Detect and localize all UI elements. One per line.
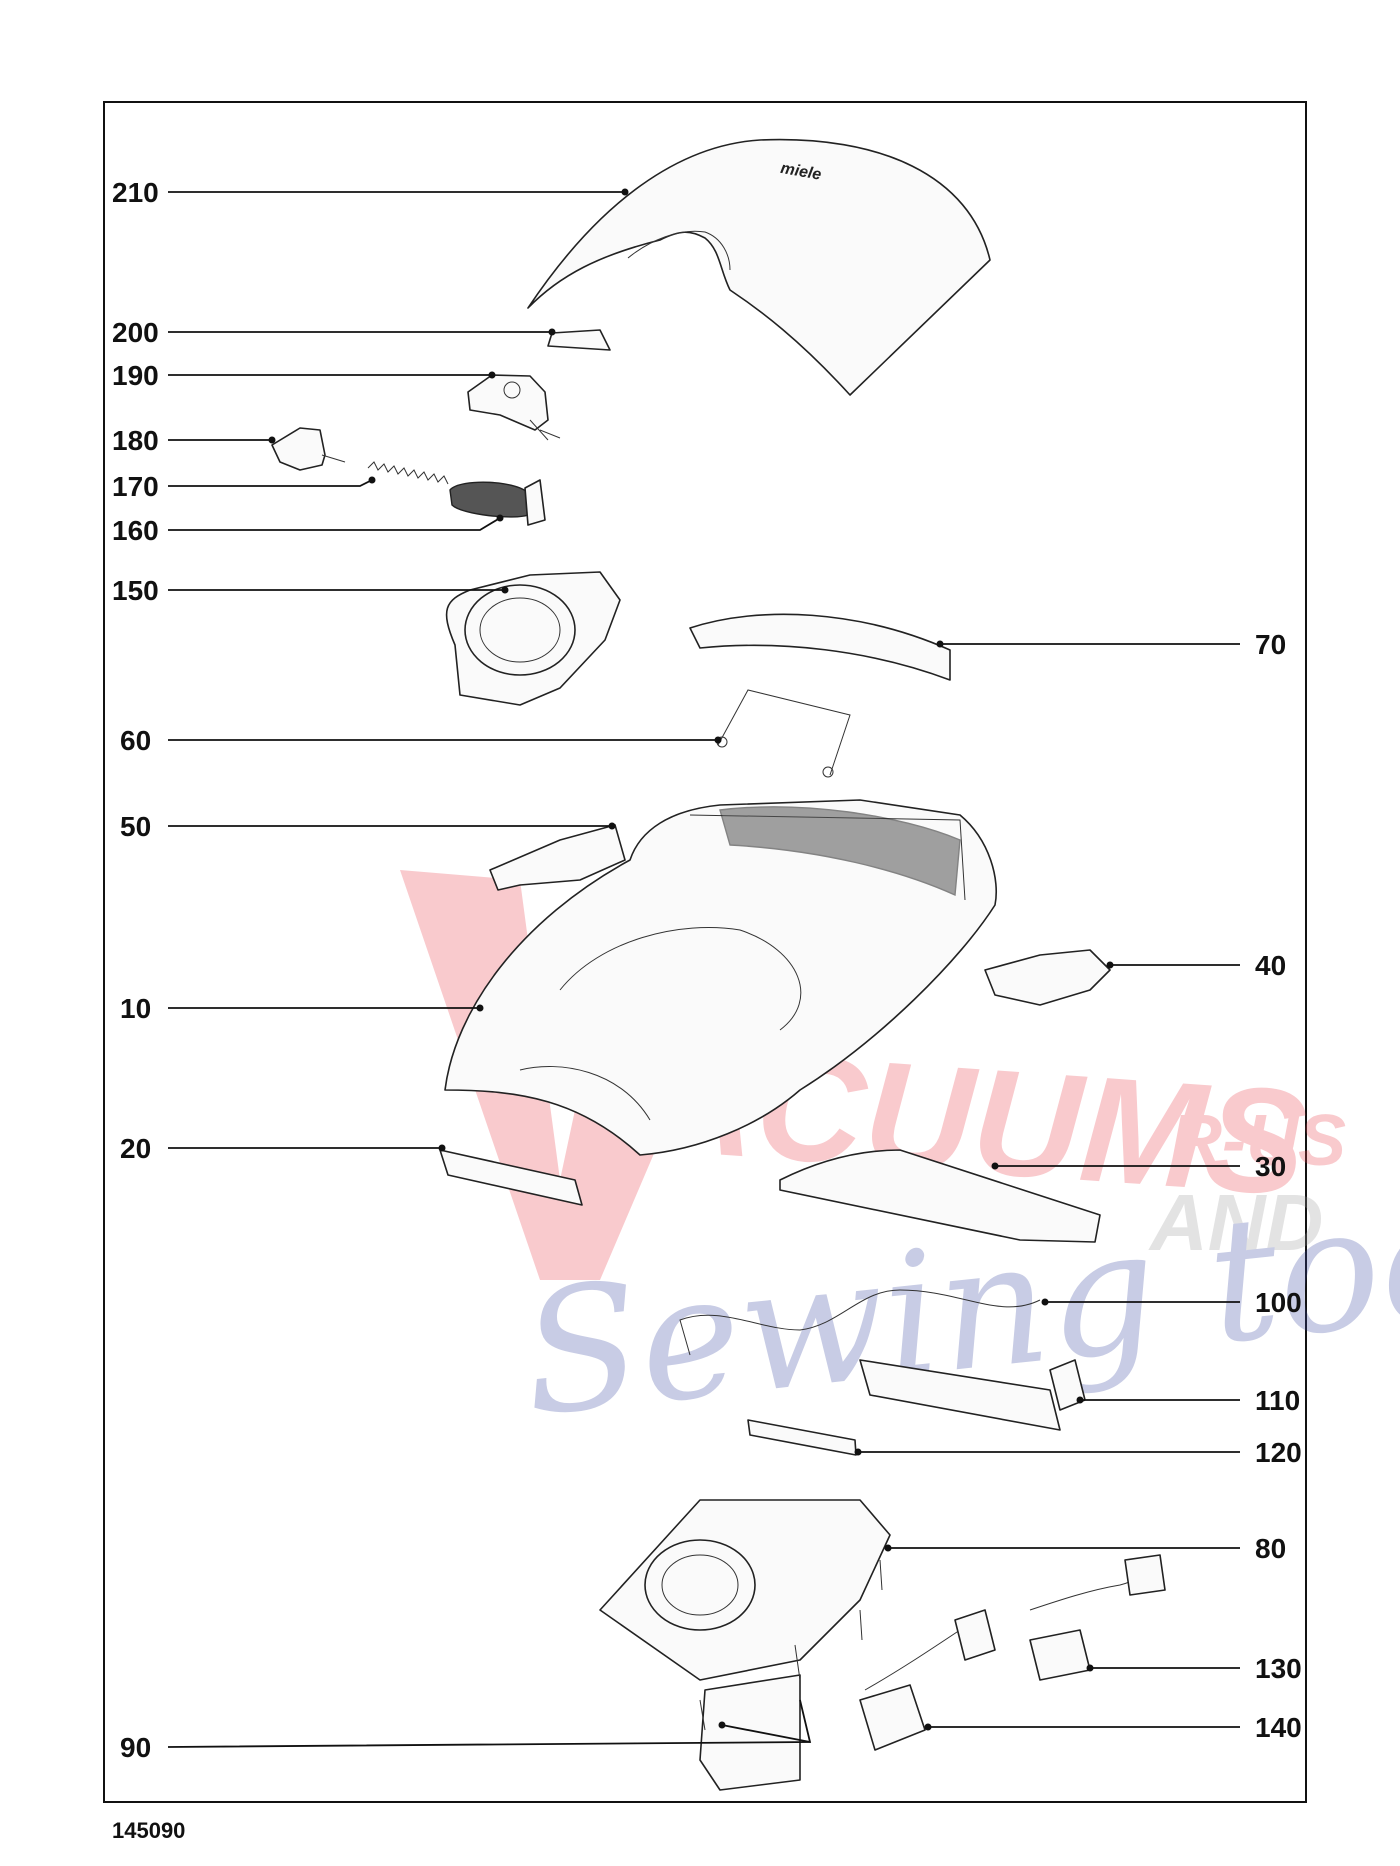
document-number: 145090: [112, 1818, 185, 1843]
part-30-filter-pad: [779, 1149, 1101, 1243]
part-190-catch: [467, 374, 561, 441]
leader-lines: [167, 188, 1240, 1748]
part-50-hinge-left: [489, 824, 626, 891]
callout-40: 40: [1255, 950, 1286, 981]
callout-10: 10: [120, 993, 151, 1024]
callout-100: 100: [1255, 1287, 1302, 1318]
part-80-motor-mount: [599, 1499, 891, 1791]
part-10-main-housing: [444, 799, 998, 1156]
callout-120: 120: [1255, 1437, 1302, 1468]
callout-210: 210: [112, 177, 159, 208]
callout-60: 60: [120, 725, 151, 756]
callout-130: 130: [1255, 1653, 1302, 1684]
callout-70: 70: [1255, 629, 1286, 660]
part-70-strip: [689, 613, 951, 681]
part-100-hose: [679, 1289, 1041, 1356]
callout-20: 20: [120, 1133, 151, 1164]
part-150-valve-housing: [445, 571, 621, 706]
callout-170: 170: [112, 471, 159, 502]
part-60-wire: [716, 689, 851, 778]
callout-90: 90: [120, 1732, 151, 1763]
housing-grille: [719, 806, 961, 897]
part-160-bellows: [449, 479, 546, 526]
diagram-frame: [103, 101, 1307, 1803]
part-170-spring: [367, 461, 449, 485]
part-180-button: [271, 427, 346, 471]
callout-50: 50: [120, 811, 151, 842]
part-90-screws: [699, 1559, 883, 1731]
part-20-latch: [439, 1149, 583, 1206]
part-110-rail: [859, 1359, 1086, 1431]
brand-mark: miele: [779, 160, 822, 184]
part-130-switch: [1029, 1554, 1166, 1681]
part-120-small-rail: [747, 1419, 857, 1456]
callout-30: 30: [1255, 1151, 1286, 1182]
callout-200: 200: [112, 317, 159, 348]
part-40-hinge-right: [984, 949, 1111, 1006]
callout-labels: 210 200 190 180 170 160 150 70 60 50 40 …: [112, 177, 1302, 1763]
part-140-socket: [859, 1609, 996, 1751]
callout-80: 80: [1255, 1533, 1286, 1564]
part-200-tab: [547, 329, 611, 351]
watermark-line3: AND: [1148, 1178, 1323, 1267]
callout-180: 180: [112, 425, 159, 456]
callout-150: 150: [112, 575, 159, 606]
callout-160: 160: [112, 515, 159, 546]
callout-110: 110: [1255, 1385, 1300, 1416]
watermark-line2: R-US: [1170, 1101, 1346, 1181]
callout-140: 140: [1255, 1712, 1302, 1743]
callout-190: 190: [112, 360, 159, 391]
part-210-lid: miele: [527, 138, 991, 396]
